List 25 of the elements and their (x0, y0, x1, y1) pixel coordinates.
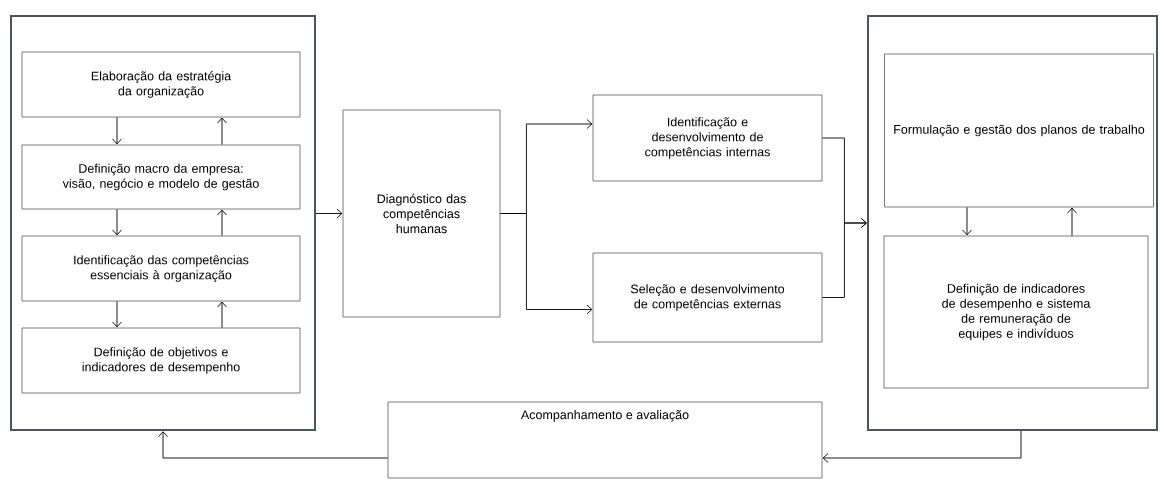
process-box: Identificação e desenvolvimento de competências internas (592, 94, 823, 182)
process-box: Definição de indicadores de desempenho e sistema de remuneração de equipes e indivíduos (883, 235, 1149, 389)
arrow (112, 116, 122, 145)
arrow (822, 430, 1022, 463)
arrow (315, 208, 343, 219)
process-box: Elaboração da estratégia da organização (21, 51, 301, 118)
process-box: Acompanhamento e avaliação (387, 401, 823, 479)
process-box: Definição macro da empresa: visão, negócio e modelo de gestão (21, 144, 301, 210)
arrow (217, 301, 227, 329)
arrow (217, 209, 227, 237)
outer-frame (867, 15, 1158, 431)
arrow (158, 431, 389, 459)
arrow (821, 218, 867, 298)
arrow (499, 213, 593, 315)
arrow (1067, 207, 1077, 237)
process-box: Definição de objetivos e indicadores de desempenho (21, 327, 301, 394)
process-box: Identificação das competências essenciais à organização (21, 235, 301, 302)
arrow (112, 208, 122, 236)
process-box: Seleção e desenvolvimento de competências externas (592, 252, 823, 343)
process-box: Diagnóstico das competências humanas (342, 109, 501, 318)
arrow (112, 300, 122, 328)
outer-frame (10, 15, 316, 431)
arrow (962, 206, 972, 236)
arrow (217, 117, 227, 146)
process-box: Formulação e gestão dos planos de trabalho (884, 53, 1154, 208)
